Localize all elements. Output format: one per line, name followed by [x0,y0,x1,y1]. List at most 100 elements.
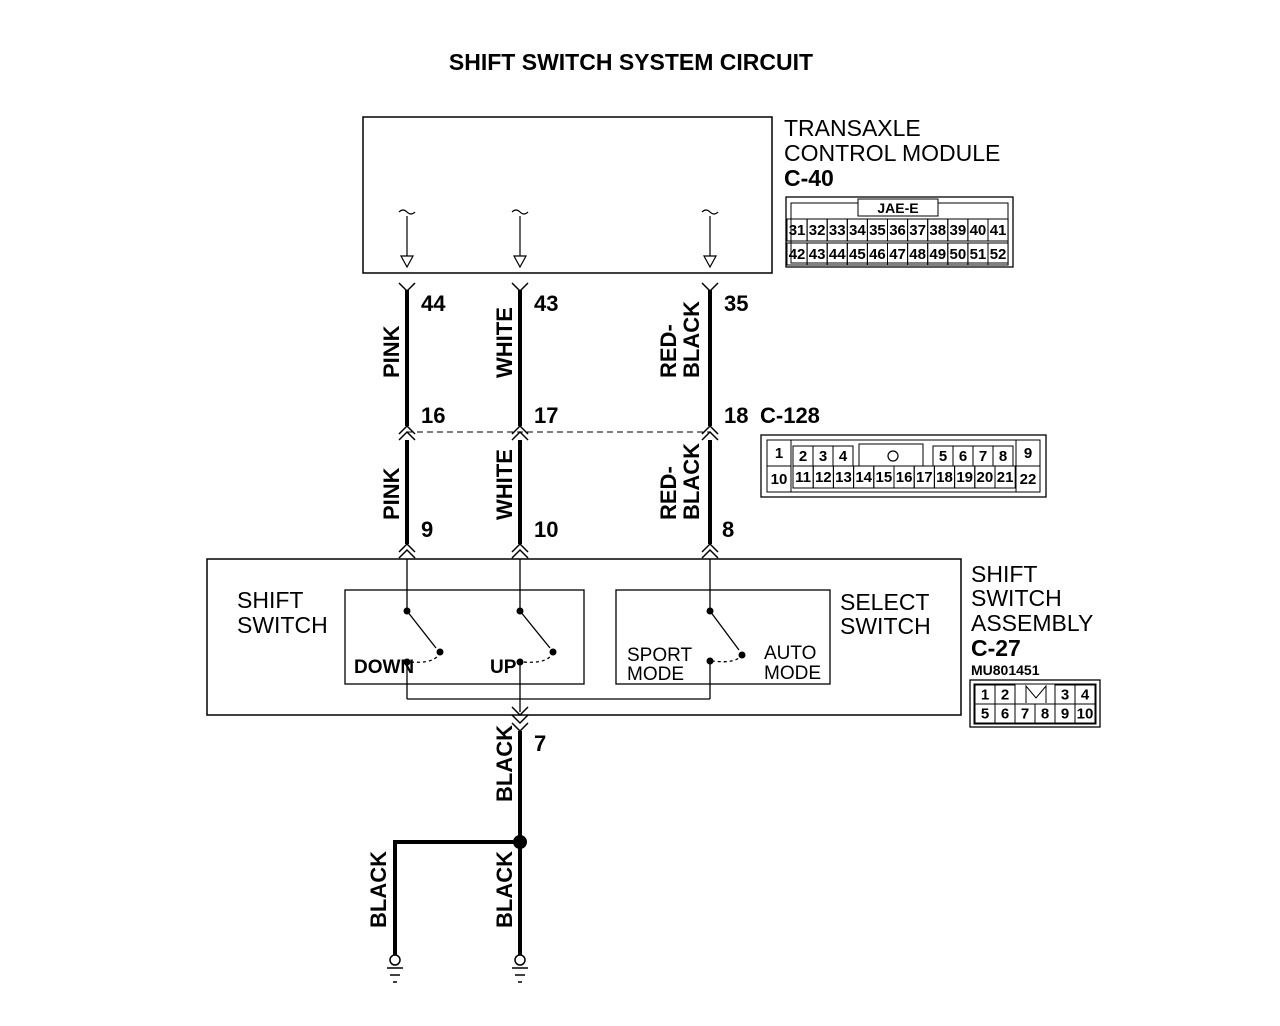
assembly-name-line1: SHIFT [971,561,1037,587]
tcm-pin-redblack: 35 [724,291,748,316]
tcm-pin-cell-45: 45 [849,246,866,263]
tcm-pin-cell-47: 47 [889,246,906,263]
junction-pin-white: 17 [534,403,558,428]
tcm-pin-cell-44: 44 [829,246,846,263]
junction-pin-cell-3: 3 [819,448,827,465]
wire-label-redblack-upper-1: RED- [656,324,681,378]
junction-pin-cell-17: 17 [916,469,933,486]
tcm-pin-cell-39: 39 [950,222,967,239]
upper-wires [398,282,719,426]
junction-pin-cell-bottom-right-cell [1015,465,1041,493]
tcm-pin-cell-42: 42 [789,246,806,263]
junction-connector-marks [398,424,719,441]
wire-label-black-main: BLACK [492,725,517,802]
wire-label-redblack-lower-1: RED- [656,466,681,520]
ground-symbol-left [387,954,403,983]
junction-pin-cell-18: 18 [936,469,953,486]
tcm-connector-type: JAE-E [877,200,918,216]
select-switch-label-line2: SWITCH [840,613,931,639]
junction-pin-cell-4: 4 [839,448,848,465]
junction-pin-cell-6: 6 [959,448,967,465]
tcm-pin-cell-48: 48 [909,246,926,263]
auto-mode-label-line2: MODE [764,663,821,684]
tcm-name-line1: TRANSAXLE [784,115,921,141]
tcm-pin-cell-41: 41 [990,222,1007,239]
select-switch-label-line1: SELECT [840,589,929,615]
tcm-pin-cell-31: 31 [789,222,806,239]
tcm-pin-cell-33: 33 [829,222,846,239]
lower-wires [398,440,719,559]
shift-switch-assembly-box [206,558,962,716]
tcm-pin-cell-52-cell [987,242,1009,266]
wire-label-pink-upper: PINK [379,325,404,378]
tcm-pin-pink: 44 [421,291,446,316]
assembly-pin-cell-8: 8 [1041,706,1049,723]
tcm-connector-id: C-40 [784,165,834,191]
assembly-pin-cell-9: 9 [1061,706,1069,723]
switch-contact-dots [403,607,746,666]
junction-pin-cell-2: 2 [799,448,807,465]
junction-pin-cell-21: 21 [997,469,1014,486]
down-contact-label: DOWN [354,657,414,678]
assembly-pin-cell-7: 7 [1021,706,1029,723]
tcm-pin-cell-34: 34 [849,222,866,239]
junction-pin-cell-21-cell [994,465,1016,489]
tcm-pin-cell-37: 37 [909,222,926,239]
tcm-box [362,116,773,274]
assembly-part-number: MU801451 [971,662,1040,678]
assembly-name-line2: SWITCH [971,585,1062,611]
junction-pin-cell-bottom-right: 22 [1020,471,1037,488]
junction-pin-cell-20: 20 [977,469,994,486]
wire-label-white-upper: WHITE [492,307,517,378]
switch-pin-redblack: 8 [722,517,734,542]
tcm-pin-cell-51: 51 [970,246,987,263]
junction-pin-cell-15: 15 [876,469,893,486]
tcm-pin-cell-52: 52 [990,246,1007,263]
junction-pin-pink: 16 [421,403,445,428]
switch-pin-ground: 7 [534,731,546,756]
tcm-pin-cell-38: 38 [929,222,946,239]
sport-mode-label-line2: MODE [627,664,684,685]
junction-pin-cell-bottom-left-cell [766,465,792,493]
tcm-name-line2: CONTROL MODULE [784,140,1000,166]
junction-pin-cell-top-left: 1 [775,445,783,462]
assembly-pin-cell-10: 10 [1077,706,1094,723]
tcm-pin-cell-49: 49 [929,246,946,263]
junction-pin-cell-19: 19 [956,469,973,486]
junction-pin-cell-bottom-left: 10 [771,471,788,488]
assembly-pin-cell-2: 2 [1001,687,1009,704]
auto-mode-label-line1: AUTO [764,643,816,664]
wire-label-black-right: BLACK [492,851,517,928]
junction-pin-cell-16: 16 [896,469,913,486]
junction-pin-cell-12: 12 [815,469,832,486]
assembly-pin-cell-5: 5 [981,706,989,723]
tcm-pin-cell-43: 43 [809,246,826,263]
junction-pin-cell-11: 11 [795,469,811,486]
shift-switch-box [344,589,585,685]
tcm-pin-cell-36: 36 [889,222,906,239]
assembly-pin-cell-3: 3 [1061,687,1069,704]
up-contact-label: UP [490,657,517,678]
wire-label-black-left: BLACK [366,851,391,928]
junction-pin-cell-top-right: 9 [1024,445,1032,462]
wire-label-redblack-lower-2: BLACK [679,443,704,520]
shift-switch-label-line1: SHIFT [237,587,303,613]
tcm-pin-cell-41-cell [987,218,1009,242]
junction-pin-cell-14: 14 [855,469,872,486]
assembly-name-line3: ASSEMBLY [971,610,1093,636]
tcm-pin-cell-50: 50 [950,246,967,263]
tcm-pin-cell-32: 32 [809,222,826,239]
sport-mode-label-line1: SPORT [627,645,693,666]
switch-internal-wiring [406,559,743,712]
tcm-input-symbols [398,209,719,269]
junction-pin-cell-7: 7 [979,448,987,465]
tcm-pin-cell-46: 46 [869,246,886,263]
shift-switch-label-line2: SWITCH [237,612,328,638]
diagram-title: SHIFT SWITCH SYSTEM CIRCUIT [449,49,813,75]
select-switch-box [615,589,831,685]
tcm-pin-white: 43 [534,291,558,316]
